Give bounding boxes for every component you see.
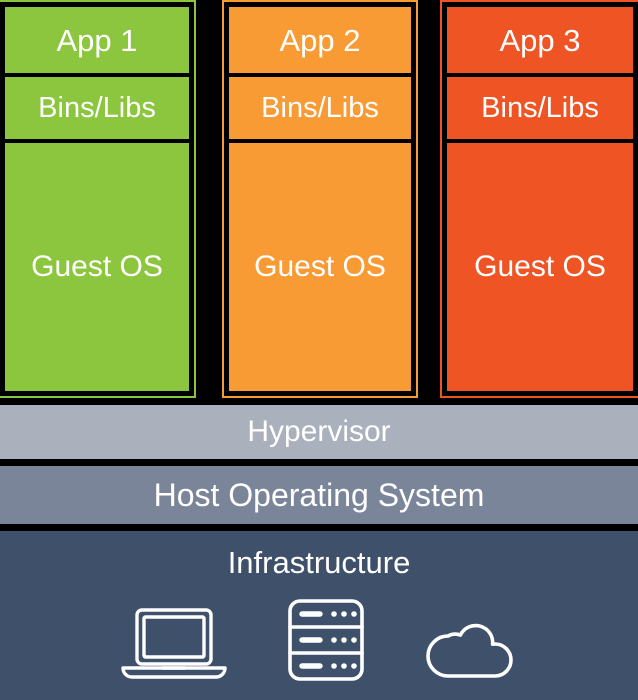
vm-2-guest-os-cell: Guest OS bbox=[227, 141, 413, 393]
vm-columns-row: App 1 Bins/Libs Guest OS App 2 Bins/Libs… bbox=[0, 0, 638, 398]
vm-column-1: App 1 Bins/Libs Guest OS bbox=[0, 0, 196, 398]
vm-1-bins-libs-cell: Bins/Libs bbox=[3, 75, 191, 141]
hypervisor-band: Hypervisor bbox=[0, 405, 638, 459]
host-operating-system-band: Host Operating System bbox=[0, 466, 638, 524]
cloud-icon bbox=[424, 612, 518, 682]
vm-column-3: App 3 Bins/Libs Guest OS bbox=[440, 0, 638, 398]
infrastructure-band: Infrastructure bbox=[0, 531, 638, 700]
infrastructure-label: Infrastructure bbox=[227, 545, 411, 580]
vm-3-app-cell: App 3 bbox=[445, 5, 635, 75]
vm-2-bins-libs-cell: Bins/Libs bbox=[227, 75, 413, 141]
vm-column-2: App 2 Bins/Libs Guest OS bbox=[222, 0, 418, 398]
vm-2-app-cell: App 2 bbox=[227, 5, 413, 75]
laptop-icon bbox=[120, 606, 228, 682]
vm-1-guest-os-cell: Guest OS bbox=[3, 141, 191, 393]
vm-3-bins-libs-cell: Bins/Libs bbox=[445, 75, 635, 141]
infrastructure-icon-group bbox=[0, 578, 638, 682]
vm-3-guest-os-cell: Guest OS bbox=[445, 141, 635, 393]
server-rack-icon bbox=[286, 598, 366, 682]
vm-1-app-cell: App 1 bbox=[3, 5, 191, 75]
